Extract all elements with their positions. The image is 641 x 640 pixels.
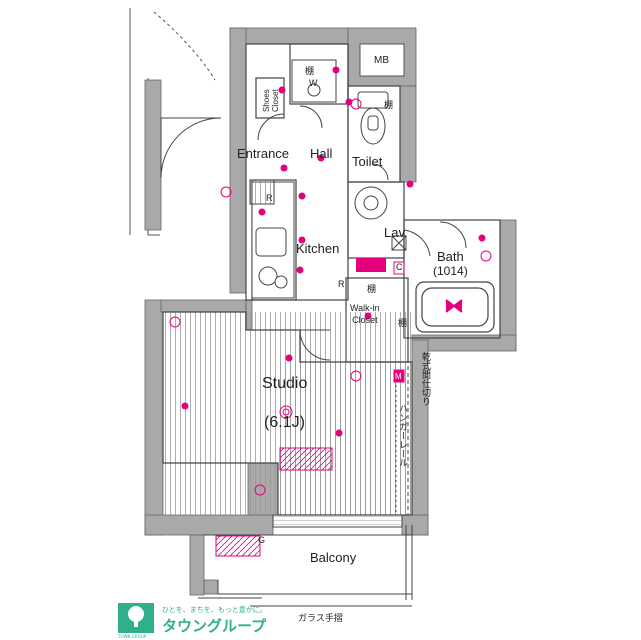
kitchen-marker (356, 258, 386, 272)
hanger-rail-label: ハンガーレール (397, 404, 407, 467)
bath-label: Bath (437, 249, 464, 264)
town-group-logo: TOWN GROUP ひとを、まちを、もっと豊かに。 タウングループ (118, 603, 298, 639)
outlet-markers (169, 66, 492, 496)
balcony-unit (215, 535, 261, 557)
hall-label: Hall (310, 146, 333, 161)
shelf-mark-2: 棚 (384, 100, 394, 110)
studio-size-label: (6.1J) (264, 414, 305, 431)
entrance-label: Entrance (237, 146, 290, 161)
glass-handrail-label: ガラス手摺 (298, 614, 343, 624)
bath-size-label: (1014) (433, 264, 468, 278)
logo-tagline: ひとを、まちを、もっと豊かに。 (162, 606, 267, 614)
closet-partition (395, 282, 409, 515)
kitchen-counter (249, 179, 295, 299)
studio-floor-ext (278, 362, 412, 515)
g-mark: G (258, 535, 266, 545)
lavatory-fixture (354, 186, 407, 251)
r-mark-2: R (338, 279, 345, 289)
heater-panel (279, 447, 333, 471)
balcony-label: Balcony (310, 550, 357, 565)
studio-label: Studio (262, 375, 308, 392)
w-mark: W (309, 78, 318, 88)
neighbour-outline (129, 8, 216, 236)
dry-partition-label: 乾式間仕切り (420, 352, 430, 406)
toilet-label: Toilet (352, 154, 383, 169)
studio-outline (162, 311, 413, 516)
mb-box (359, 43, 405, 77)
m-mark: M (395, 372, 402, 381)
toilet-fixture (357, 91, 389, 145)
bathtub (415, 281, 495, 333)
kitchen-label: Kitchen (296, 241, 340, 256)
mb-label: MB (374, 55, 389, 66)
r-mark: R (266, 193, 273, 203)
logo-badge: TOWN GROUP (118, 634, 147, 639)
walk-in-closet-label: Walk-in Closet (350, 303, 380, 325)
shelf-mark-3: 棚 (367, 284, 377, 294)
shelf-mark-4: 棚 (398, 318, 408, 328)
shoes-closet-label: Shoes Closet (262, 89, 280, 112)
walls (144, 27, 517, 596)
washer-area (291, 59, 337, 103)
c-mark: C (396, 262, 403, 272)
door-swings (160, 105, 467, 361)
lav-label: Lav. (384, 225, 408, 240)
logo-name: タウングループ (162, 617, 267, 635)
studio-left-hatch (163, 312, 246, 463)
balcony (198, 514, 413, 607)
tree-logo-icon (118, 603, 154, 633)
shelf-mark-1: 棚 (305, 66, 315, 76)
